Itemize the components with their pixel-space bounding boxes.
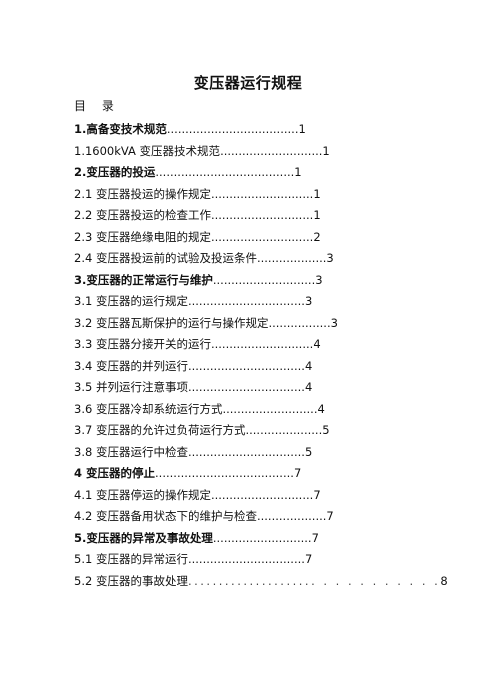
toc-entry[interactable]: 3.7 变压器的允许过负荷运行方式.....................5 [74,423,394,445]
toc-entry-title: 5.变压器的异常及事故处理 [74,530,213,545]
toc-entry-page-number: 4 [304,380,313,394]
toc-entry[interactable]: 2.1 变压器投运的操作规定..........................… [74,187,394,209]
toc-entry-leader: ............................ [210,186,314,201]
toc-entry[interactable]: 4 变压器的停止................................… [74,466,394,488]
toc-entry-page-number: 1 [313,208,321,222]
toc-entry-title: 1.高备变技术规范 [74,122,167,136]
toc-entry-leader: ..................... [245,423,323,437]
toc-entry-title: 4 变压器的停止 [74,466,156,480]
toc-entry-page-number: 8 [440,573,448,588]
toc-entry[interactable]: 1.高备变技术规范...............................… [74,122,394,144]
toc-entry-leader: ..................... . . . . . . . . . … [187,573,441,588]
toc-entry-title: 2.1 变压器投运的操作规定 [74,186,211,201]
toc-entry-title: 1.1600kVA 变压器技术规范 [74,143,221,158]
toc-entry-title: 3.2 变压器瓦斯保护的运行与操作规定 [74,315,269,330]
toc-entry-title: 3.4 变压器的并列运行 [74,358,188,373]
toc-entry-leader: ............................ [210,337,314,351]
toc-entry-page-number: 3 [330,315,338,330]
toc-entry-title: 3.6 变压器冷却系统运行方式 [74,401,223,416]
toc-entry-leader: ...................................... [155,466,294,480]
toc-entry[interactable]: 3.1 变压器的运行规定............................… [74,294,394,316]
toc-entry-leader: ............................ [220,143,323,158]
toc-entry[interactable]: 4.2 变压器备用状态下的维护与检查...................7 [74,509,394,531]
toc-entry-title: 2.2 变压器投运的检查工作 [74,208,211,222]
toc-entry-leader: ............................ [210,229,314,244]
toc-entry-title: 2.4 变压器投运前的试验及投运条件 [74,251,257,265]
toc-entry[interactable]: 4.1 变压器停运的操作规定..........................… [74,488,394,510]
toc-entry-title: 4.1 变压器停运的操作规定 [74,487,211,502]
toc-entry[interactable]: 3.4 变压器的并列运行............................… [74,359,394,381]
toc-entry-page-number: 1 [298,122,306,136]
toc-entry[interactable]: 3.6 变压器冷却系统运行方式.........................… [74,402,394,424]
toc-entry-page-number: 7 [313,487,321,502]
toc-entry-leader: ........................... [212,530,312,545]
toc-entry-leader: ................. [268,315,331,330]
toc-entry-page-number: 4 [313,337,321,351]
toc-entry-leader: .................................... [166,122,299,136]
toc-entry-title: 3.5 并列运行注意事项 [74,380,188,394]
toc-entry[interactable]: 5.1 变压器的异常运行............................… [74,552,394,574]
toc-entry[interactable]: 2.2 变压器投运的检查工作..........................… [74,208,394,230]
toc-entry[interactable]: 2.4 变压器投运前的试验及投运条件...................3 [74,251,394,273]
toc-entry-leader: ............................ [212,272,316,287]
toc-heading: 目 录 [74,99,120,113]
table-of-contents: 1.高备变技术规范...............................… [74,122,448,596]
toc-entry-page-number: 7 [326,509,334,523]
toc-entry[interactable]: 2.变压器的投运................................… [74,165,394,187]
toc-entry-title: 3.7 变压器的允许过负荷运行方式 [74,423,246,437]
toc-entry-page-number: 2 [313,229,321,244]
toc-entry-page-number: 7 [293,466,302,480]
toc-entry-leader: ................................ [187,552,305,566]
toc-entry[interactable]: 3.8 变压器运行中检查............................… [74,445,394,467]
toc-entry-leader: ................................ [187,294,305,308]
toc-entry-title: 4.2 变压器备用状态下的维护与检查 [74,509,257,523]
toc-entry-leader: ................... [256,509,327,523]
toc-entry-page-number: 7 [304,552,313,566]
toc-entry-page-number: 3 [315,272,323,287]
toc-entry-page-number: 3 [304,294,313,308]
toc-entry-page-number: 1 [322,143,330,158]
toc-entry-title: 3.1 变压器的运行规定 [74,294,188,308]
toc-entry-page-number: 1 [294,165,302,179]
toc-entry-title: 5.1 变压器的异常运行 [74,552,188,566]
toc-entry[interactable]: 3.5 并列运行注意事项............................… [74,380,394,402]
toc-entry-title: 3.变压器的正常运行与维护 [74,272,213,287]
toc-entry[interactable]: 3.变压器的正常运行与维护...........................… [74,273,394,295]
toc-entry[interactable]: 1.1600kVA 变压器技术规范.......................… [74,144,394,166]
toc-entry-title: 2.3 变压器绝缘电阻的规定 [74,229,211,244]
toc-entry-leader: ................................ [187,380,305,394]
toc-entry[interactable]: 2.3 变压器绝缘电阻的规定..........................… [74,230,394,252]
toc-entry-page-number: 3 [326,251,334,265]
toc-entry-page-number: 4 [317,401,325,416]
toc-entry-leader: ................................ [187,358,305,373]
toc-entry-leader: ............................ [210,208,314,222]
document-title: 变压器运行规程 [193,74,303,92]
toc-entry-title: 3.8 变压器运行中检查 [74,444,188,459]
toc-entry-page-number: 7 [311,530,319,545]
toc-entry-title: 2.变压器的投运 [74,165,156,179]
toc-entry-leader: ...................................... [155,165,295,179]
toc-entry-page-number: 5 [304,444,313,459]
toc-entry[interactable]: 3.2 变压器瓦斯保护的运行与操作规定.................3 [74,316,394,338]
toc-entry[interactable]: 5.2 变压器的事故处理..................... . . . … [74,573,448,596]
toc-entry-page-number: 1 [313,186,321,201]
toc-entry-leader: ............................ [210,487,314,502]
toc-entry[interactable]: 3.3 变压器分接开关的运行..........................… [74,337,394,359]
toc-entry-title: 3.3 变压器分接开关的运行 [74,337,211,351]
toc-entry-page-number: 4 [304,358,313,373]
toc-entry[interactable]: 5.变压器的异常及事故处理...........................… [74,531,394,553]
toc-entry-leader: ................................ [187,444,305,459]
toc-entry-leader: ................... [256,251,327,265]
toc-entry-page-number: 5 [322,423,330,437]
toc-entry-leader: .......................... [222,401,318,416]
toc-entry-title: 5.2 变压器的事故处理 [74,573,188,588]
